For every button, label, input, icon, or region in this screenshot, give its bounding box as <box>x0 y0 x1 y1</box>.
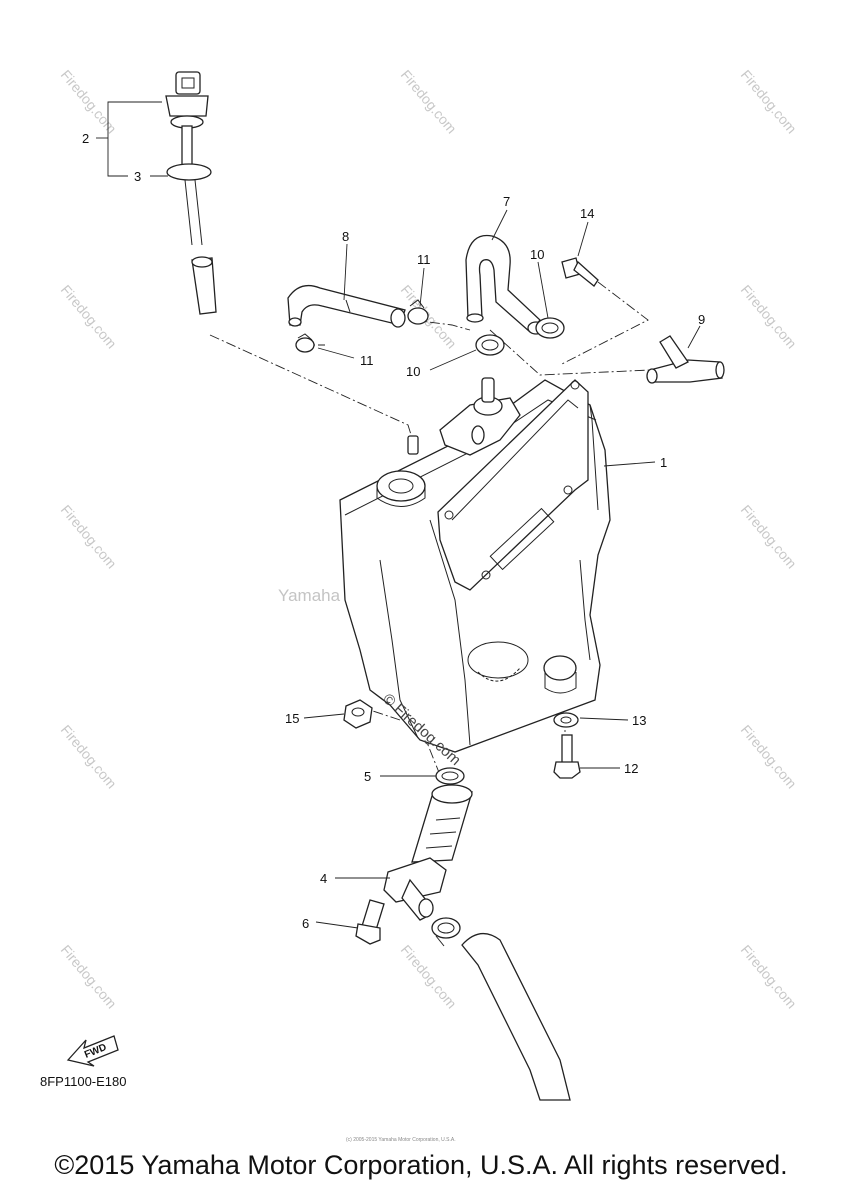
breather-hose-8 <box>287 284 406 328</box>
watermark-brand: Firedog.com <box>398 67 460 137</box>
part-label-15: 15 <box>285 711 299 726</box>
watermark-brand: Firedog.com <box>398 282 460 352</box>
watermark-brand: Firedog.com <box>58 722 120 792</box>
part-label-12: 12 <box>624 761 638 776</box>
leader-lines <box>96 101 701 929</box>
fine-print: (c) 2005-2015 Yamaha Motor Corporation, … <box>346 1137 456 1143</box>
watermark-brand: Firedog.com <box>58 942 120 1012</box>
part-label-1: 1 <box>660 455 667 470</box>
level-sensor <box>165 71 217 315</box>
nut-15 <box>343 699 373 729</box>
part-label-8: 8 <box>342 229 349 244</box>
bolt-12 <box>553 734 581 779</box>
part-label-5: 5 <box>364 769 371 784</box>
watermark-brand: Firedog.com <box>58 502 120 572</box>
watermark-brand: Firedog.com <box>738 282 800 352</box>
part-label-3: 3 <box>134 169 141 184</box>
watermark-brand: Firedog.com <box>738 942 800 1012</box>
watermark-brand: Firedog.com <box>398 942 460 1012</box>
part-label-10-top: 10 <box>530 247 544 262</box>
part-label-4: 4 <box>320 871 327 886</box>
part-label-14: 14 <box>580 206 594 221</box>
part-label-7: 7 <box>503 194 510 209</box>
hose-clip-11 <box>295 299 429 353</box>
watermark-brand: Firedog.com <box>738 502 800 572</box>
part-label-11-top: 11 <box>417 252 431 267</box>
fuel-tank <box>339 377 611 753</box>
part-labels: 2 3 1 8 11 11 10 7 10 14 9 15 13 12 5 4 … <box>82 131 705 931</box>
o-ring-5 <box>435 767 465 785</box>
washer-13 <box>553 712 579 728</box>
watermark-brand: Firedog.com <box>738 67 800 137</box>
part-label-10-bottom: 10 <box>406 364 420 379</box>
part-label-6: 6 <box>302 916 309 931</box>
watermark-brand: Firedog.com <box>58 282 120 352</box>
elbow-fitting-9 <box>646 335 725 384</box>
forward-arrow-icon: FWD <box>66 1035 119 1067</box>
bolt-6 <box>355 899 385 945</box>
hose-clamp-10 <box>475 317 565 356</box>
part-label-13: 13 <box>632 713 646 728</box>
fuel-hose-lower <box>431 917 571 1101</box>
bolt-14 <box>561 257 599 287</box>
part-label-2: 2 <box>82 131 89 146</box>
part-label-11-bottom: 11 <box>360 353 374 368</box>
watermark-brand: Firedog.com <box>738 722 800 792</box>
diagram-code: 8FP1100-E180 <box>40 1074 127 1089</box>
part-label-9: 9 <box>698 312 705 327</box>
copyright-notice: ©2015 Yamaha Motor Corporation, U.S.A. A… <box>54 1150 788 1180</box>
strainer-4 <box>383 784 473 921</box>
